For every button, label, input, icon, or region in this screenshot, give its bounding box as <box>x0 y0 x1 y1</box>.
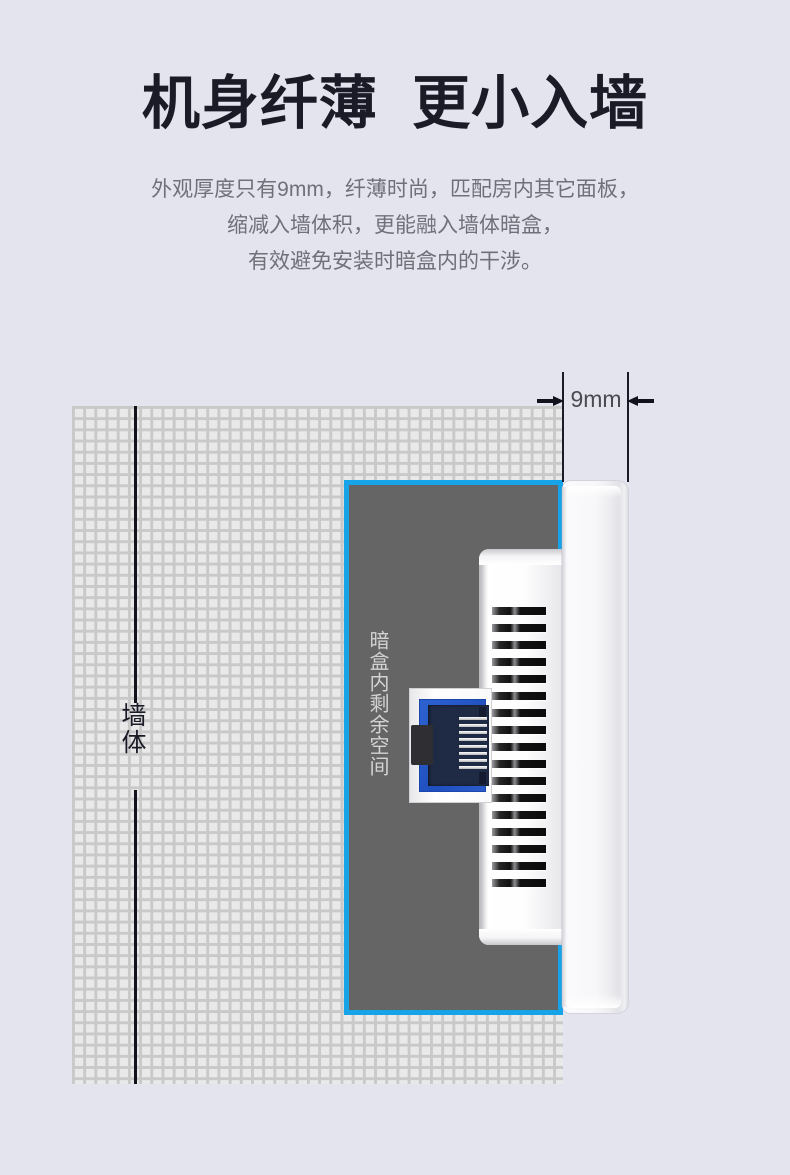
arrow-right-icon <box>537 396 564 406</box>
rj45-pin <box>459 717 487 720</box>
wall-center-line-bottom <box>134 790 137 1084</box>
ventilation-slot <box>492 777 546 785</box>
subtitle-line-3: 有效避免安装时暗盒内的干涉。 <box>248 250 542 273</box>
ventilation-slot <box>492 658 546 666</box>
dimension-label: 9mm <box>570 386 622 412</box>
ventilation-slot <box>492 845 546 853</box>
dimension-guide-right <box>627 372 629 482</box>
rj45-pin <box>459 724 487 727</box>
page-title: 机身纤薄 更小入墙 <box>141 71 649 136</box>
arrow-shaft <box>537 399 555 403</box>
faceplate-top-highlight <box>566 486 621 498</box>
dimension-guide-left <box>562 372 564 482</box>
rj45-pin <box>459 745 487 748</box>
faceplate-bottom-highlight <box>566 994 621 1008</box>
rj45-pin <box>459 731 487 734</box>
rj45-pin <box>459 752 487 755</box>
module-bottom-bevel <box>479 929 563 945</box>
arrow-head <box>553 396 564 406</box>
module-top-bevel <box>479 549 563 565</box>
rj45-pin <box>459 738 487 741</box>
backbox-outline-edge-bottom <box>558 940 563 1015</box>
ventilation-slot <box>492 709 546 717</box>
device-front-faceplate <box>562 481 628 1013</box>
ventilation-slot <box>492 879 546 887</box>
arrow-left-icon <box>627 396 654 406</box>
ventilation-slot <box>492 862 546 870</box>
ventilation-slot <box>492 641 546 649</box>
ventilation-slot-group <box>492 607 546 887</box>
ventilation-slot <box>492 794 546 802</box>
wall-center-line-top <box>134 406 137 703</box>
faceplate-left-shading <box>562 487 567 1007</box>
ventilation-slot <box>492 675 546 683</box>
arrow-shaft <box>636 399 654 403</box>
subtitle-paragraph: 外观厚度只有9mm，纤薄时尚，匹配房内其它面板， 缩减入墙体积，更能融入墙体暗盒… <box>0 172 790 280</box>
wall-label: 墙体 <box>118 702 146 756</box>
backbox-label: 暗盒内剩余空间 <box>366 630 388 777</box>
ventilation-slot <box>492 607 546 615</box>
ventilation-slot <box>492 692 546 700</box>
ventilation-slot <box>492 811 546 819</box>
ventilation-slot <box>492 743 546 751</box>
rj45-pin <box>459 766 487 769</box>
subtitle-line-2: 缩减入墙体积，更能融入墙体暗盒， <box>227 214 563 237</box>
ventilation-slot <box>492 828 546 836</box>
rj45-port <box>410 689 491 802</box>
subtitle-line-1: 外观厚度只有9mm，纤薄时尚，匹配房内其它面板， <box>151 178 639 201</box>
arrow-head <box>627 396 638 406</box>
ventilation-slot <box>492 726 546 734</box>
ventilation-slot <box>492 624 546 632</box>
backbox-outline-edge-top <box>558 480 563 552</box>
rj45-pin <box>459 759 487 762</box>
rj45-key-notch <box>411 725 433 765</box>
rj45-contact-pins <box>459 717 487 775</box>
ventilation-slot <box>492 760 546 768</box>
